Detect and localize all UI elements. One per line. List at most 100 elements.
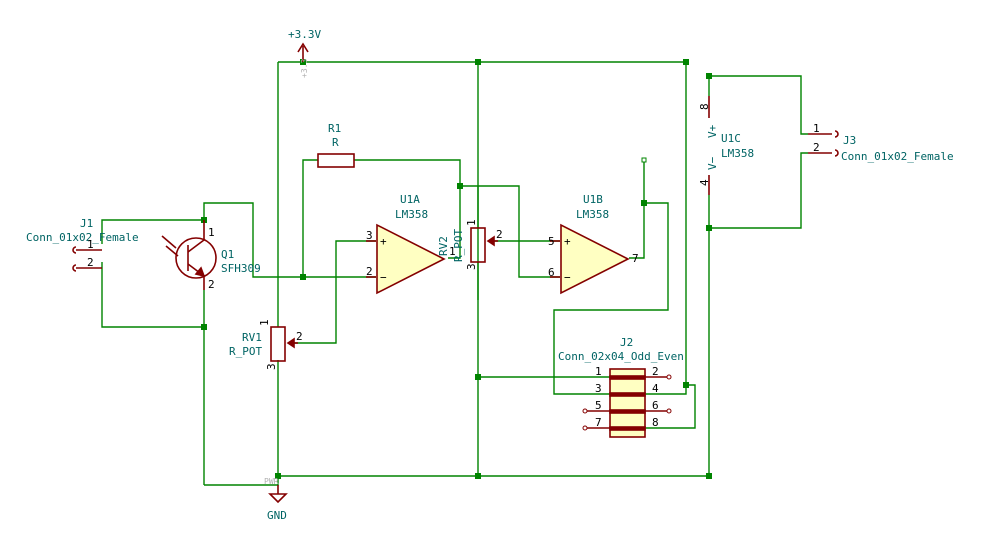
- r1-body: [317, 153, 355, 168]
- junction-dot: [641, 200, 647, 206]
- j1-pin1-number: 1: [87, 238, 94, 251]
- j2-value: Conn_02x04_Odd_Even: [558, 350, 684, 363]
- q1-pin1-number: 1: [208, 226, 215, 239]
- j3-pin2-socket: [834, 149, 839, 157]
- wire-q1-collector: [203, 202, 303, 278]
- wire-u1b-out: [629, 162, 645, 259]
- j2-pin6-number: 6: [652, 399, 659, 412]
- junction-dot: [683, 382, 689, 388]
- gnd-triangle-icon: [268, 493, 288, 504]
- rv2-value: R_POT: [452, 229, 465, 262]
- u1a-pin2-number: 2: [366, 265, 373, 278]
- j2-pin2-number: 2: [652, 365, 659, 378]
- wire-j1-pin1: [101, 219, 204, 244]
- j3-pin2-number: 2: [813, 141, 820, 154]
- rv1-pin2-number: 2: [296, 330, 303, 343]
- connector-j3[interactable]: 1 2 J3 Conn_01x02_Female: [808, 122, 954, 163]
- j2-pad: [609, 392, 646, 397]
- wire-j1-pin2: [101, 262, 204, 328]
- rv1-body: [270, 326, 286, 362]
- vcc-label: +3.3V: [288, 28, 321, 41]
- connector-j2[interactable]: J2 Conn_02x04_Odd_Even 1 3 5 7 2 4 6 8: [558, 336, 684, 438]
- j1-pin1-socket: [72, 246, 77, 254]
- u1a-minus-sign: −: [380, 271, 387, 284]
- rv2-pin1-number: 1: [465, 219, 478, 226]
- junction-dot: [475, 473, 481, 479]
- gnd-power-symbol[interactable]: GND PWR: [264, 477, 288, 522]
- j2-pin4-number: 4: [652, 382, 659, 395]
- u1a-body: [376, 223, 446, 295]
- j2-no-connect-icon: [666, 408, 672, 414]
- opamp-u1b[interactable]: + − 5 6 7 U1B LM358: [548, 157, 647, 295]
- wire-u1b-out-to-j2: [553, 202, 669, 395]
- j2-pin8-number: 8: [652, 416, 659, 429]
- wire-rv1-wiper: [288, 240, 376, 344]
- j2-body: [609, 368, 646, 438]
- j1-pin2-socket: [72, 264, 77, 272]
- wire-gnd-rail: [204, 475, 710, 486]
- j2-pin1-number: 1: [595, 365, 602, 378]
- vcc-arrow-icon: [297, 42, 309, 53]
- potentiometer-rv2[interactable]: 1 2 3 RV2 R_POT: [437, 219, 503, 270]
- u1c-vplus-label: V+: [706, 124, 719, 138]
- vcc-power-symbol[interactable]: +3.3V +3.3: [288, 28, 321, 78]
- u1b-ref: U1B: [583, 193, 603, 206]
- junction-dot: [706, 473, 712, 479]
- junction-dot: [475, 374, 481, 380]
- q1-light-arrow-icon: [161, 235, 177, 249]
- j2-pad: [609, 409, 646, 414]
- u1b-value: LM358: [576, 208, 609, 221]
- rv1-pin3-number: 3: [265, 363, 278, 370]
- q1-collector-leg: [187, 239, 205, 253]
- junction-dot: [275, 473, 281, 479]
- j1-value: Conn_01x02_Female: [26, 231, 139, 244]
- junction-dot: [706, 73, 712, 79]
- junction-dot: [300, 274, 306, 280]
- wire-r1-right: [354, 159, 461, 259]
- junction-dot: [201, 324, 207, 330]
- j1-pin2-number: 2: [87, 256, 94, 269]
- q1-value: SFH309: [221, 262, 261, 275]
- wires: [101, 61, 808, 486]
- rv1-ref: RV1: [242, 331, 262, 344]
- u1b-pin5-number: 5: [548, 235, 555, 248]
- opamp-power-u1c[interactable]: 8 V+ V− 4 U1C LM358: [698, 96, 754, 195]
- wire-j3-pin1: [709, 75, 808, 135]
- j2-no-connect-icon: [666, 374, 672, 380]
- junction-dot: [475, 59, 481, 65]
- rv2-pin2-number: 2: [496, 228, 503, 241]
- u1c-ref: U1C: [721, 132, 741, 145]
- j2-pin3-number: 3: [595, 382, 602, 395]
- q1-light-arrow-icon: [165, 245, 179, 257]
- u1a-plus-sign: +: [380, 235, 387, 248]
- connector-j1[interactable]: J1 Conn_01x02_Female 1 2: [26, 217, 139, 272]
- opamp-u1a[interactable]: + − 3 2 1 U1A LM358: [366, 193, 456, 295]
- u1c-pin4-number: 4: [698, 179, 711, 186]
- j3-value: Conn_01x02_Female: [841, 150, 954, 163]
- gnd-ghost-label: PWR: [264, 477, 279, 486]
- j2-pin7-number: 7: [595, 416, 602, 429]
- j2-no-connect-icon: [582, 425, 588, 431]
- q1-body-circle: [175, 237, 217, 279]
- wire-j3-pin2: [709, 152, 808, 229]
- potentiometer-rv1[interactable]: 1 2 3 RV1 R_POT: [229, 319, 303, 370]
- u1a-ref: U1A: [400, 193, 420, 206]
- u1a-pin3-number: 3: [366, 229, 373, 242]
- wire-r1-left: [302, 159, 318, 277]
- resistor-r1[interactable]: R1 R: [317, 122, 355, 168]
- wire-j2-pin4: [645, 384, 696, 429]
- u1b-minus-sign: −: [564, 271, 571, 284]
- q1-ref: Q1: [221, 248, 234, 261]
- vcc-ghost-label: +3.3: [300, 59, 309, 78]
- r1-ref: R1: [328, 122, 341, 135]
- junction-dot: [683, 59, 689, 65]
- j3-ref: J3: [843, 134, 856, 147]
- rv2-ref: RV2: [437, 236, 450, 256]
- j3-pin1-socket: [834, 130, 839, 138]
- phototransistor-q1[interactable]: 1 2 Q1 SFH309: [161, 220, 261, 291]
- j2-pad: [609, 426, 646, 431]
- junction-dot: [706, 225, 712, 231]
- u1b-body: [560, 223, 630, 295]
